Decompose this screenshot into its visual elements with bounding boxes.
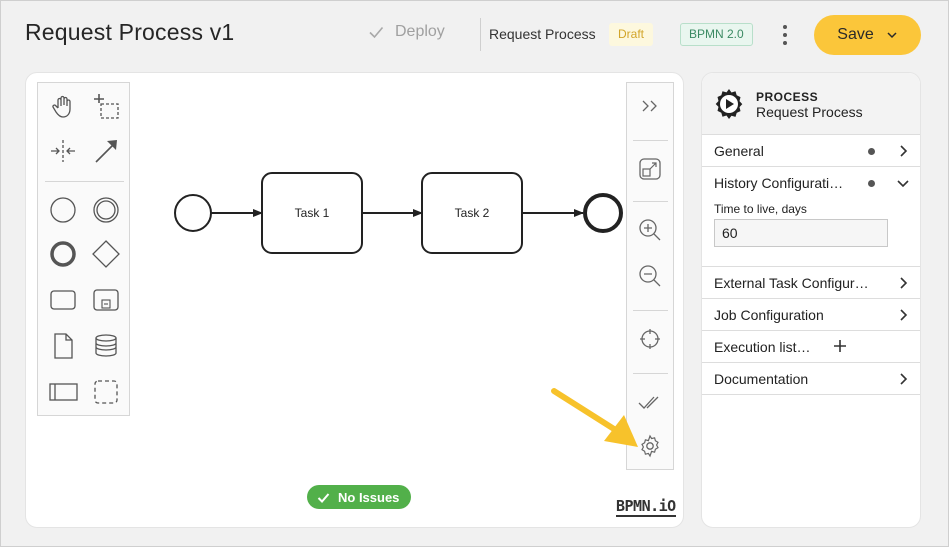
no-issues-label: No Issues: [338, 489, 400, 505]
time-to-live-label: Time to live, days: [714, 202, 807, 216]
element-name: Request Process: [756, 104, 863, 120]
settings-gear-icon[interactable]: [634, 430, 666, 462]
save-label: Save: [837, 26, 874, 43]
start-event[interactable]: [174, 194, 212, 232]
toolbar-divider: [633, 310, 668, 311]
group-label: External Task Configur…: [714, 275, 869, 291]
validate-icon[interactable]: [634, 386, 666, 418]
chevron-right-icon: [900, 277, 908, 289]
check-icon: [369, 26, 384, 39]
group-external-task-configuration[interactable]: External Task Configur…: [702, 267, 920, 299]
hand-tool-icon[interactable]: [46, 89, 80, 123]
chevron-right-icon: [900, 309, 908, 321]
intermediate-event-icon[interactable]: [89, 193, 123, 227]
group-icon[interactable]: [89, 375, 123, 409]
lasso-tool-icon[interactable]: [89, 89, 123, 123]
group-label: Execution list…: [714, 339, 811, 355]
gateway-icon[interactable]: [89, 237, 123, 271]
end-event-icon[interactable]: [46, 237, 80, 271]
data-indicator-dot: [868, 148, 875, 155]
deploy-button[interactable]: Deploy: [367, 23, 445, 41]
deploy-label: Deploy: [395, 23, 445, 40]
task-icon[interactable]: [46, 283, 80, 317]
element-kind: PROCESS: [756, 90, 819, 104]
subprocess-icon[interactable]: [89, 283, 123, 317]
time-to-live-input[interactable]: [714, 219, 888, 247]
expand-panel-icon[interactable]: [634, 90, 666, 122]
task-1-label: Task 1: [295, 206, 330, 220]
zoom-in-icon[interactable]: [634, 214, 666, 246]
chevron-down-icon: [887, 32, 897, 39]
start-event-icon[interactable]: [46, 193, 80, 227]
group-history-configuration[interactable]: History Configurati… Time to live, days: [702, 167, 920, 267]
tool-palette: [37, 82, 130, 416]
chevron-right-icon: [900, 373, 908, 385]
diagram-canvas[interactable]: Task 1 Task 2: [25, 72, 684, 528]
end-event[interactable]: [583, 193, 623, 233]
chevron-down-icon: [897, 180, 909, 188]
properties-header: PROCESS Request Process: [702, 73, 920, 135]
data-store-icon[interactable]: [89, 329, 123, 363]
fit-viewport-icon[interactable]: [634, 153, 666, 185]
process-name: Request Process: [489, 26, 596, 42]
toolbar-divider: [633, 140, 668, 141]
connect-tool-icon[interactable]: [89, 134, 123, 168]
group-label: Job Configuration: [714, 307, 824, 323]
group-general[interactable]: General: [702, 135, 920, 167]
bpmn-diagram: Task 1 Task 2: [174, 172, 623, 254]
bpmn-io-logo[interactable]: BPMN.iO: [616, 497, 676, 517]
group-job-configuration[interactable]: Job Configuration: [702, 299, 920, 331]
group-execution-listeners[interactable]: Execution list…: [702, 331, 920, 363]
zoom-out-icon[interactable]: [634, 260, 666, 292]
more-options-icon[interactable]: [776, 23, 794, 47]
canvas-toolbar: [626, 82, 674, 470]
check-icon: [317, 492, 330, 503]
save-button[interactable]: Save: [814, 15, 921, 55]
task-2-label: Task 2: [455, 206, 490, 220]
group-documentation[interactable]: Documentation: [702, 363, 920, 395]
chevron-right-icon: [900, 145, 908, 157]
header-divider: [480, 18, 481, 51]
page-title: Request Process v1: [25, 19, 235, 45]
process-icon: [715, 89, 743, 119]
group-label: History Configurati…: [714, 175, 844, 191]
center-view-icon[interactable]: [634, 323, 666, 355]
pool-icon[interactable]: [46, 375, 80, 409]
add-icon[interactable]: [832, 338, 848, 354]
annotation-arrow-icon: [551, 388, 638, 447]
no-issues-badge[interactable]: No Issues: [307, 485, 412, 509]
toolbar-divider: [633, 373, 668, 374]
palette-divider: [45, 181, 124, 182]
data-indicator-dot: [868, 180, 875, 187]
format-badge: BPMN 2.0: [680, 23, 753, 46]
status-badge: Draft: [609, 23, 654, 46]
group-label: Documentation: [714, 371, 809, 387]
group-label: General: [714, 143, 764, 159]
toolbar-divider: [633, 201, 668, 202]
space-tool-icon[interactable]: [46, 134, 80, 168]
data-object-icon[interactable]: [46, 329, 80, 363]
properties-panel: PROCESS Request Process General History …: [701, 72, 921, 528]
